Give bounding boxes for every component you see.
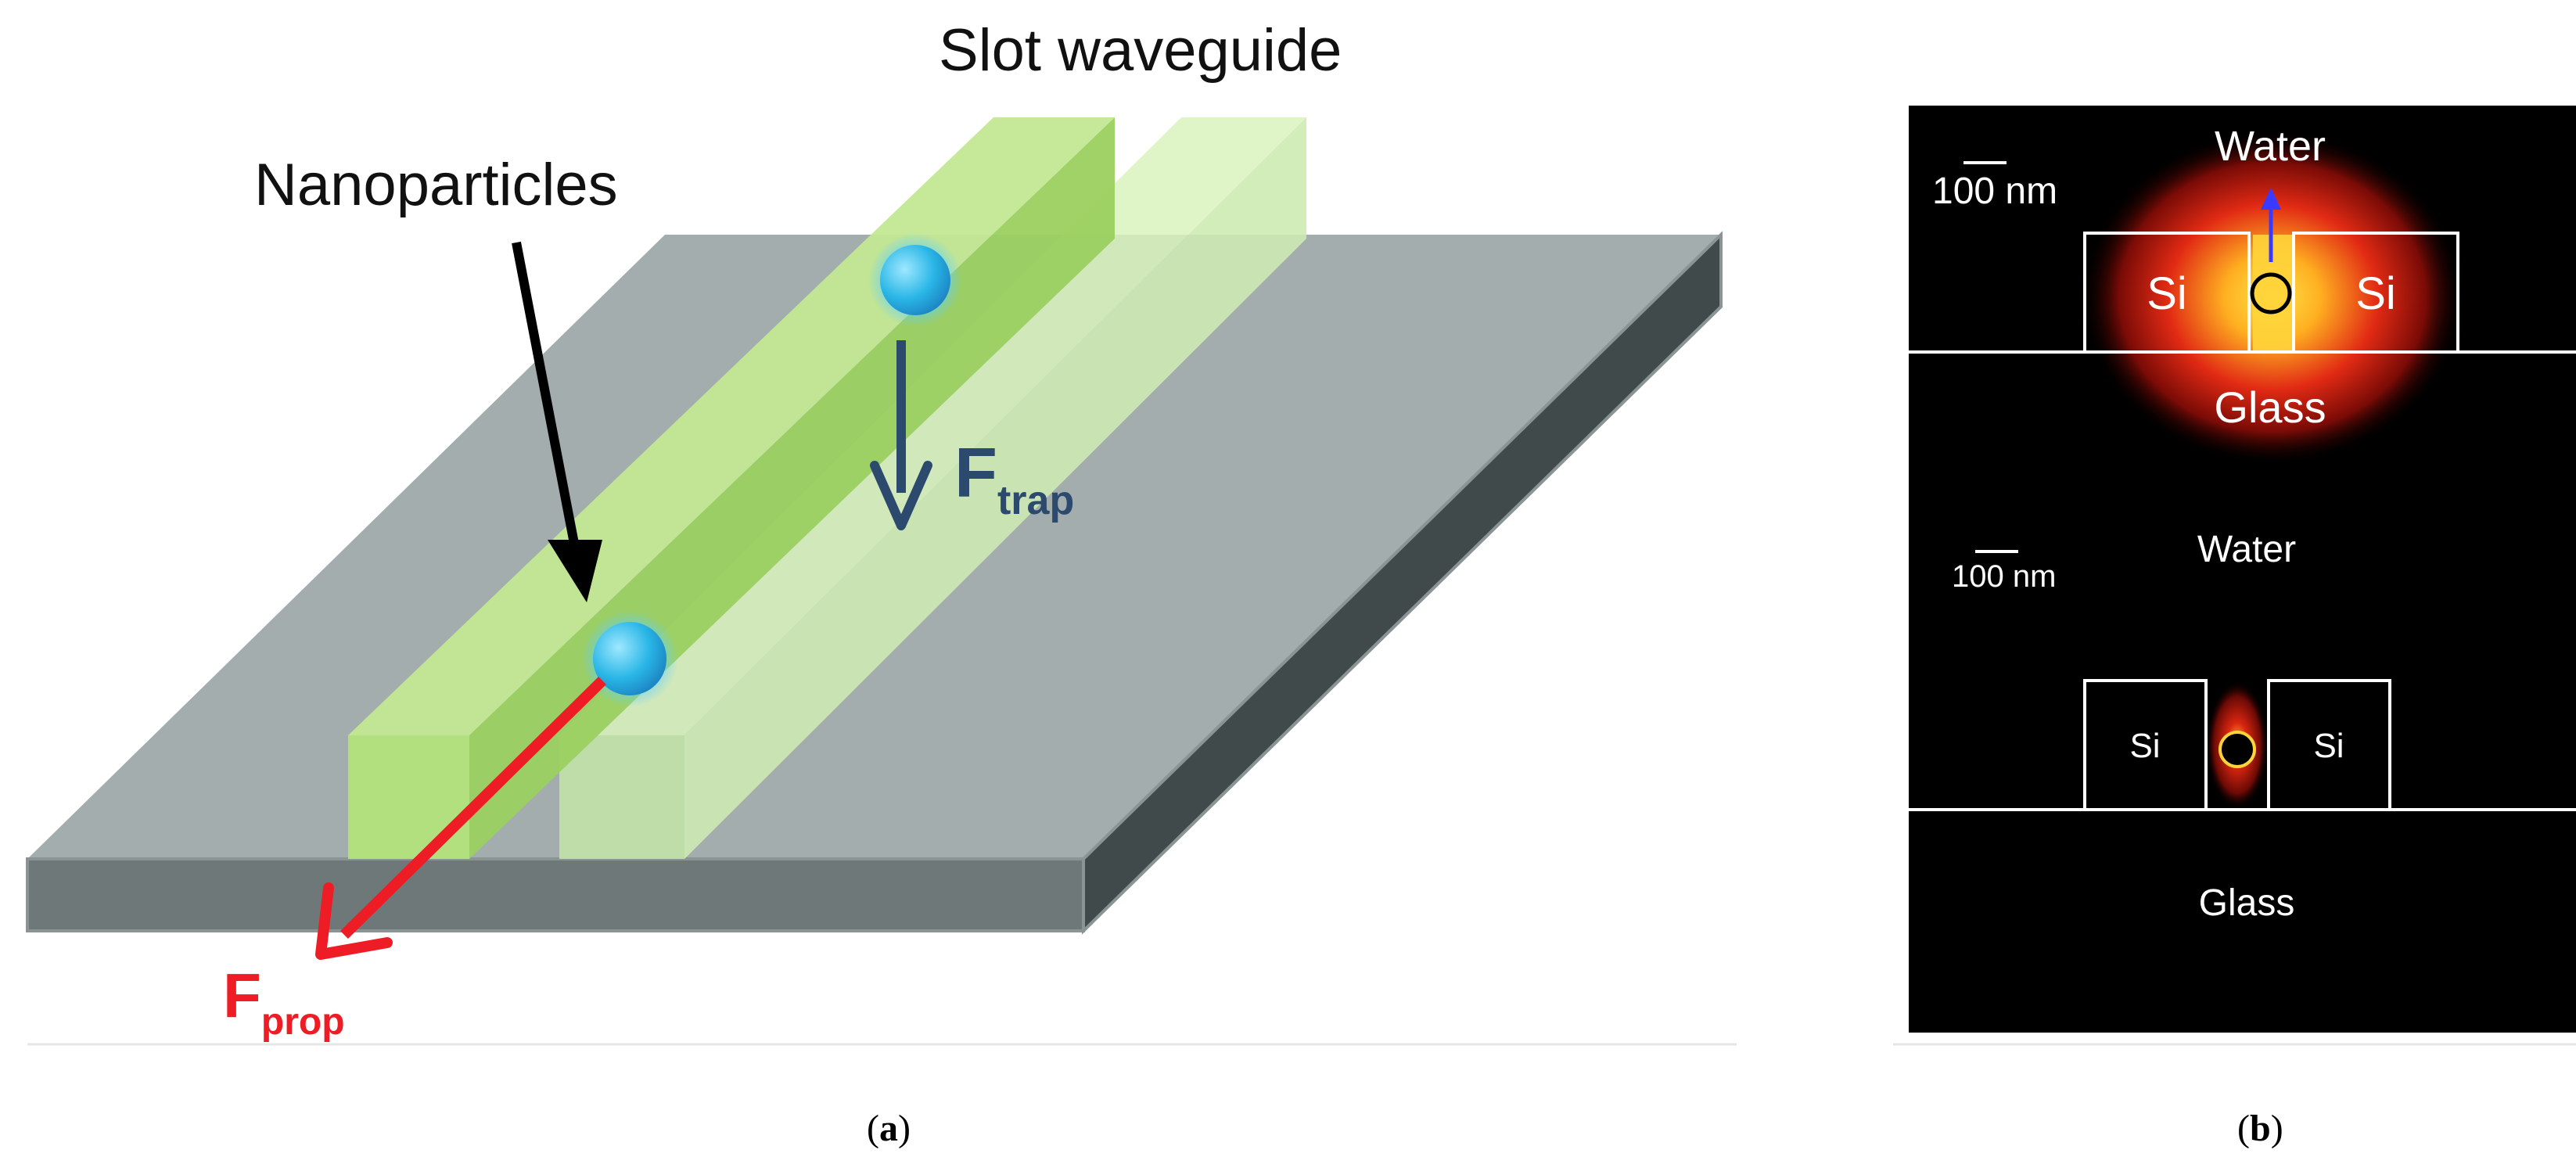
top-si-right-label: Si [2355, 268, 2396, 319]
rail-right-front [559, 735, 684, 859]
top-glass-label: Glass [2214, 383, 2326, 432]
nanoparticles-pointer-head [548, 540, 602, 602]
caption-b-letter: b [2249, 1108, 2271, 1149]
caption-a: (a) [867, 1108, 911, 1149]
nanoparticle-lower [593, 622, 666, 695]
prop-force-subscript: prop [261, 1001, 345, 1043]
bottom-mode-profile: 100 nm Water Si Si Glass [1909, 529, 2576, 924]
bottom-water-label: Water [2197, 529, 2296, 570]
top-scale-label: 100 nm [1932, 171, 2057, 212]
trap-force-letter: F [954, 434, 997, 512]
substrate-side-face [1082, 231, 1723, 935]
bottom-si-right-label: Si [2313, 727, 2344, 765]
trap-force-label: Ftrap [954, 434, 1074, 523]
substrate-front-face [26, 857, 1085, 932]
caption-b: (b) [2237, 1108, 2283, 1149]
rail-right-side [684, 117, 1306, 859]
prop-force-arrow-head [315, 882, 393, 960]
bottom-glass-label: Glass [2199, 882, 2295, 924]
top-si-left-label: Si [2147, 268, 2187, 319]
rail-right-overlay [684, 117, 1306, 859]
top-water-label: Water [2215, 123, 2326, 170]
top-mode-profile: 100 nm Water Si Si Glass [1909, 123, 2576, 465]
bottom-si-left-label: Si [2129, 727, 2160, 765]
bottom-scale-label: 100 nm [1952, 559, 2056, 594]
trap-force-arrow-head [870, 461, 932, 530]
nanoparticle-upper [880, 245, 950, 315]
top-slot-particle [2250, 272, 2292, 314]
caption-a-letter: a [878, 1108, 898, 1149]
prop-force-label: Fprop [223, 961, 345, 1043]
bottom-slot-particle [2219, 731, 2256, 768]
top-water-arrow-head [2261, 188, 2281, 210]
trap-force-subscript: trap [997, 478, 1074, 523]
nanoparticles-label: Nanoparticles [254, 152, 618, 218]
rail-left-front [348, 735, 469, 859]
prop-force-arrow-shaft [340, 677, 606, 939]
prop-force-letter: F [223, 961, 261, 1030]
slot-waveguide-title: Slot waveguide [939, 17, 1342, 84]
slot-waveguide-schematic: Slot waveguide Nanoparticles Ftrap Fprop [26, 17, 1737, 1046]
mode-profile-panel: 100 nm Water Si Si Glass 100 nm Water Si… [1893, 106, 2576, 1046]
nanoparticles-pointer-line [512, 241, 580, 549]
